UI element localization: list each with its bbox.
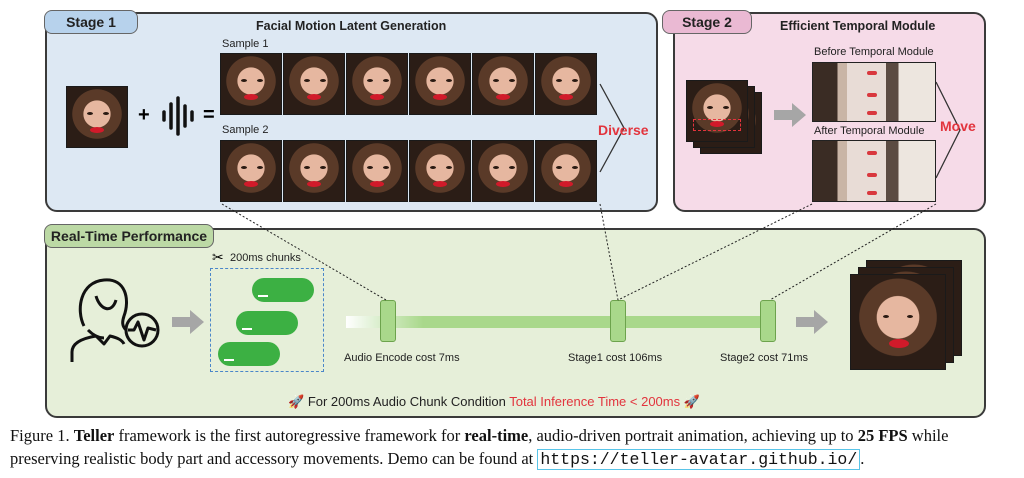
caption-part3: while preserving realistic body part and… <box>10 426 949 468</box>
rocket-icon: 🚀 <box>683 394 700 409</box>
reference-portrait <box>66 86 128 148</box>
diverse-label: Diverse <box>598 122 649 138</box>
before-temporal-strip <box>812 62 936 122</box>
sample2-frame <box>409 140 471 202</box>
sample1-frame <box>346 53 408 115</box>
move-label: Move <box>940 118 976 134</box>
stage2-cost-label: Stage2 cost 71ms <box>720 352 809 364</box>
rocket-icon: 🚀 <box>288 394 305 409</box>
before-temporal-label: Before Temporal Module <box>814 46 934 58</box>
sample2-frame <box>283 140 345 202</box>
stage1-cost-label: Stage1 cost 106ms <box>568 352 663 364</box>
chat-bubble-icon <box>252 278 314 302</box>
arrow-right-icon <box>796 310 828 334</box>
sample1-frame <box>535 53 597 115</box>
sample2-frame <box>220 140 282 202</box>
condition-text: For 200ms Audio Chunk Condition <box>307 394 506 409</box>
sample1-frame <box>472 53 534 115</box>
sample2-frame <box>346 140 408 202</box>
caption-end: . <box>860 449 865 468</box>
arrow-right-icon <box>774 103 806 127</box>
audio-waveform-icon <box>162 96 194 136</box>
equals-sign: = <box>203 104 215 126</box>
chat-bubble-icon <box>236 311 298 335</box>
stage1-title: Facial Motion Latent Generation <box>256 19 447 33</box>
chunks-label: 200ms chunks <box>230 252 301 264</box>
caption-name: Teller <box>73 426 115 445</box>
after-temporal-label: After Temporal Module <box>814 125 925 137</box>
chunks-box <box>210 268 324 372</box>
figure-caption: Figure 1. Teller framework is the first … <box>10 424 1015 471</box>
sample1-frame <box>409 53 471 115</box>
caption-part2: , audio-driven portrait animation, achie… <box>528 426 854 445</box>
sample1-frame <box>283 53 345 115</box>
sample1-frame <box>220 53 282 115</box>
person-speaking-icon <box>70 278 160 362</box>
output-frame <box>850 274 946 370</box>
caption-realtime: real-time <box>464 426 529 445</box>
sample2-strip <box>220 140 600 204</box>
stage2-stack-front <box>686 80 748 142</box>
after-temporal-strip <box>812 140 936 202</box>
sample1-strip <box>220 53 600 117</box>
move-bracket <box>935 81 961 179</box>
sample2-label: Sample 2 <box>222 124 269 136</box>
sample2-frame <box>535 140 597 202</box>
chat-bubble-icon <box>218 342 280 366</box>
sample2-frame <box>472 140 534 202</box>
stage1-node <box>610 300 626 342</box>
pipeline-bar <box>346 316 776 328</box>
diverse-bracket <box>599 83 625 173</box>
stage2-tab: Stage 2 <box>662 10 752 34</box>
audio-encode-label: Audio Encode cost 7ms <box>344 352 460 364</box>
arrow-right-icon <box>172 310 204 334</box>
total-inference-text: Total Inference Time < 200ms <box>509 394 681 409</box>
sample1-label: Sample 1 <box>222 38 269 50</box>
demo-link[interactable]: https://teller-avatar.github.io/ <box>537 449 861 470</box>
caption-part1: framework is the first autoregressive fr… <box>118 426 461 445</box>
stage1-tab: Stage 1 <box>44 10 138 34</box>
caption-prefix: Figure 1. <box>10 426 70 445</box>
stage2-node <box>760 300 776 342</box>
plus-sign: + <box>138 104 150 126</box>
caption-fps: 25 FPS <box>857 426 908 445</box>
audio-encode-node <box>380 300 396 342</box>
realtime-tab: Real-Time Performance <box>44 224 214 248</box>
scissors-icon: ✂ <box>212 249 224 265</box>
condition-line: 🚀 For 200ms Audio Chunk Condition Total … <box>288 394 700 410</box>
stage2-title: Efficient Temporal Module <box>780 19 936 33</box>
